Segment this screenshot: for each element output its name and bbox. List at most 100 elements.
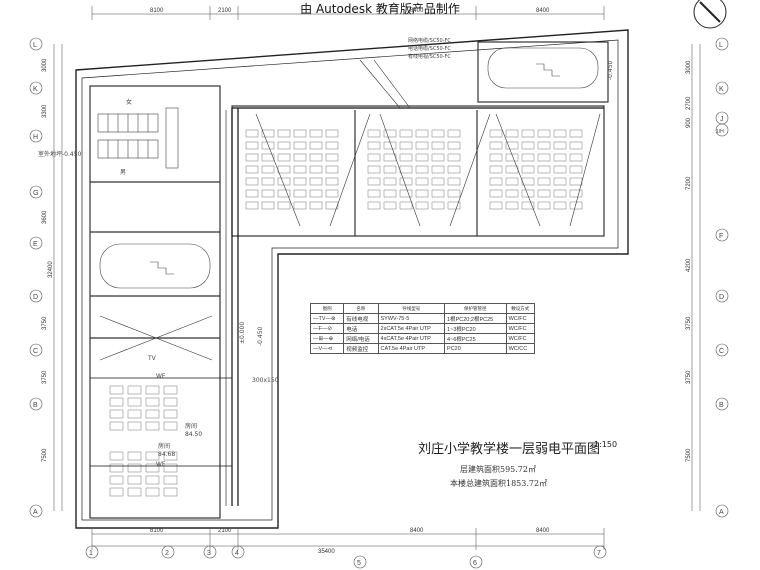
desk	[261, 141, 275, 150]
desk	[127, 463, 142, 473]
desk	[399, 189, 413, 198]
desk	[399, 129, 413, 138]
desk	[537, 165, 551, 174]
label-wf-1: WF	[156, 373, 166, 380]
axis-right-C: C	[719, 348, 724, 355]
desk	[569, 165, 583, 174]
desk	[261, 129, 275, 138]
desk	[309, 129, 323, 138]
desk	[245, 201, 259, 210]
building-outline	[75, 29, 629, 529]
wiring-lines	[99, 59, 601, 361]
dim-right-8: 7500	[686, 448, 692, 462]
desk	[293, 201, 307, 210]
desk	[537, 153, 551, 162]
desk	[145, 385, 160, 395]
desk	[325, 129, 339, 138]
desk	[383, 129, 397, 138]
axis-left-E: E	[33, 241, 38, 248]
desk	[415, 153, 429, 162]
desk	[277, 153, 291, 162]
desk	[325, 153, 339, 162]
desk	[325, 177, 339, 186]
desk	[293, 153, 307, 162]
desk	[309, 201, 323, 210]
label-rise-3: ±0.000	[239, 322, 246, 344]
desk	[399, 141, 413, 150]
legend-cell: 有线电视	[343, 313, 379, 324]
dim-bottom-4: 8400	[536, 528, 550, 534]
desk	[325, 189, 339, 198]
desk	[277, 201, 291, 210]
desk	[431, 201, 445, 210]
desk	[569, 177, 583, 186]
desk	[569, 141, 583, 150]
axis-left-K: K	[33, 86, 38, 93]
desk	[415, 177, 429, 186]
legend-cell: 电话	[343, 323, 379, 334]
desk	[163, 385, 178, 395]
legend-cell: WC/CC	[505, 343, 536, 354]
drawing-scale: 1:150	[594, 440, 618, 449]
desk	[431, 165, 445, 174]
desk	[505, 189, 519, 198]
desk	[489, 165, 503, 174]
desk	[109, 487, 124, 497]
drawing-title: 刘庄小学教学楼一层弱电平面图	[418, 442, 601, 457]
desk	[553, 141, 567, 150]
desk	[447, 153, 461, 162]
dim-bottom-1: 8100	[150, 528, 164, 534]
dim-bottom-2: 2100	[218, 528, 232, 534]
desk	[521, 153, 535, 162]
desk	[489, 177, 503, 186]
desk	[127, 421, 142, 431]
axis-left	[29, 37, 43, 518]
desk	[489, 189, 503, 198]
legend-cell: SYWV-75-5	[377, 313, 446, 324]
axis-right	[715, 37, 729, 518]
desk	[505, 177, 519, 186]
desk	[245, 129, 259, 138]
desk	[309, 189, 323, 198]
legend-cell: 网络/电话	[343, 333, 379, 344]
desk	[163, 475, 178, 485]
axis-left-B: B	[33, 402, 38, 409]
dim-right-2: 2700	[686, 96, 692, 110]
desk	[145, 421, 160, 431]
legend-row: —⊞—⊕ 网络/电话 4xCAT.5e 4Pair UTP 4~6根PC25 W…	[309, 333, 536, 344]
desk	[367, 201, 381, 210]
desk	[127, 397, 142, 407]
desk	[109, 451, 124, 461]
desk	[293, 129, 307, 138]
desk	[245, 153, 259, 162]
label-outdoor: 室外地坪-0.450	[38, 150, 82, 158]
label-rise-2: -0.450	[607, 60, 614, 80]
cable-note-3: 有线电视/SC50-FC	[408, 53, 451, 60]
desk	[521, 201, 535, 210]
desk	[537, 129, 551, 138]
desk	[367, 165, 381, 174]
desk	[447, 165, 461, 174]
desk	[367, 141, 381, 150]
axis-right-L: L	[719, 42, 723, 49]
desk	[553, 201, 567, 210]
desk	[145, 409, 160, 419]
dim-left-3: 3600	[42, 210, 48, 224]
desk	[431, 141, 445, 150]
desk	[553, 165, 567, 174]
desk	[553, 177, 567, 186]
axis-right-D: D	[719, 294, 724, 301]
axis-right-K: K	[719, 86, 724, 93]
desk	[569, 189, 583, 198]
desk	[415, 129, 429, 138]
label-room-2-area: 84.68	[158, 451, 175, 458]
desk	[145, 397, 160, 407]
axis-left-D: D	[33, 294, 38, 301]
legend-cell: 4xCAT.5e 4Pair UTP	[377, 333, 446, 344]
dim-right-5: 4200	[686, 258, 692, 272]
dim-left-1: 3000	[42, 58, 48, 72]
dim-right-6: 3750	[686, 316, 692, 330]
watermark: 由 Autodesk 教育版产品制作	[300, 2, 460, 16]
dim-right-7: 3750	[686, 370, 692, 384]
